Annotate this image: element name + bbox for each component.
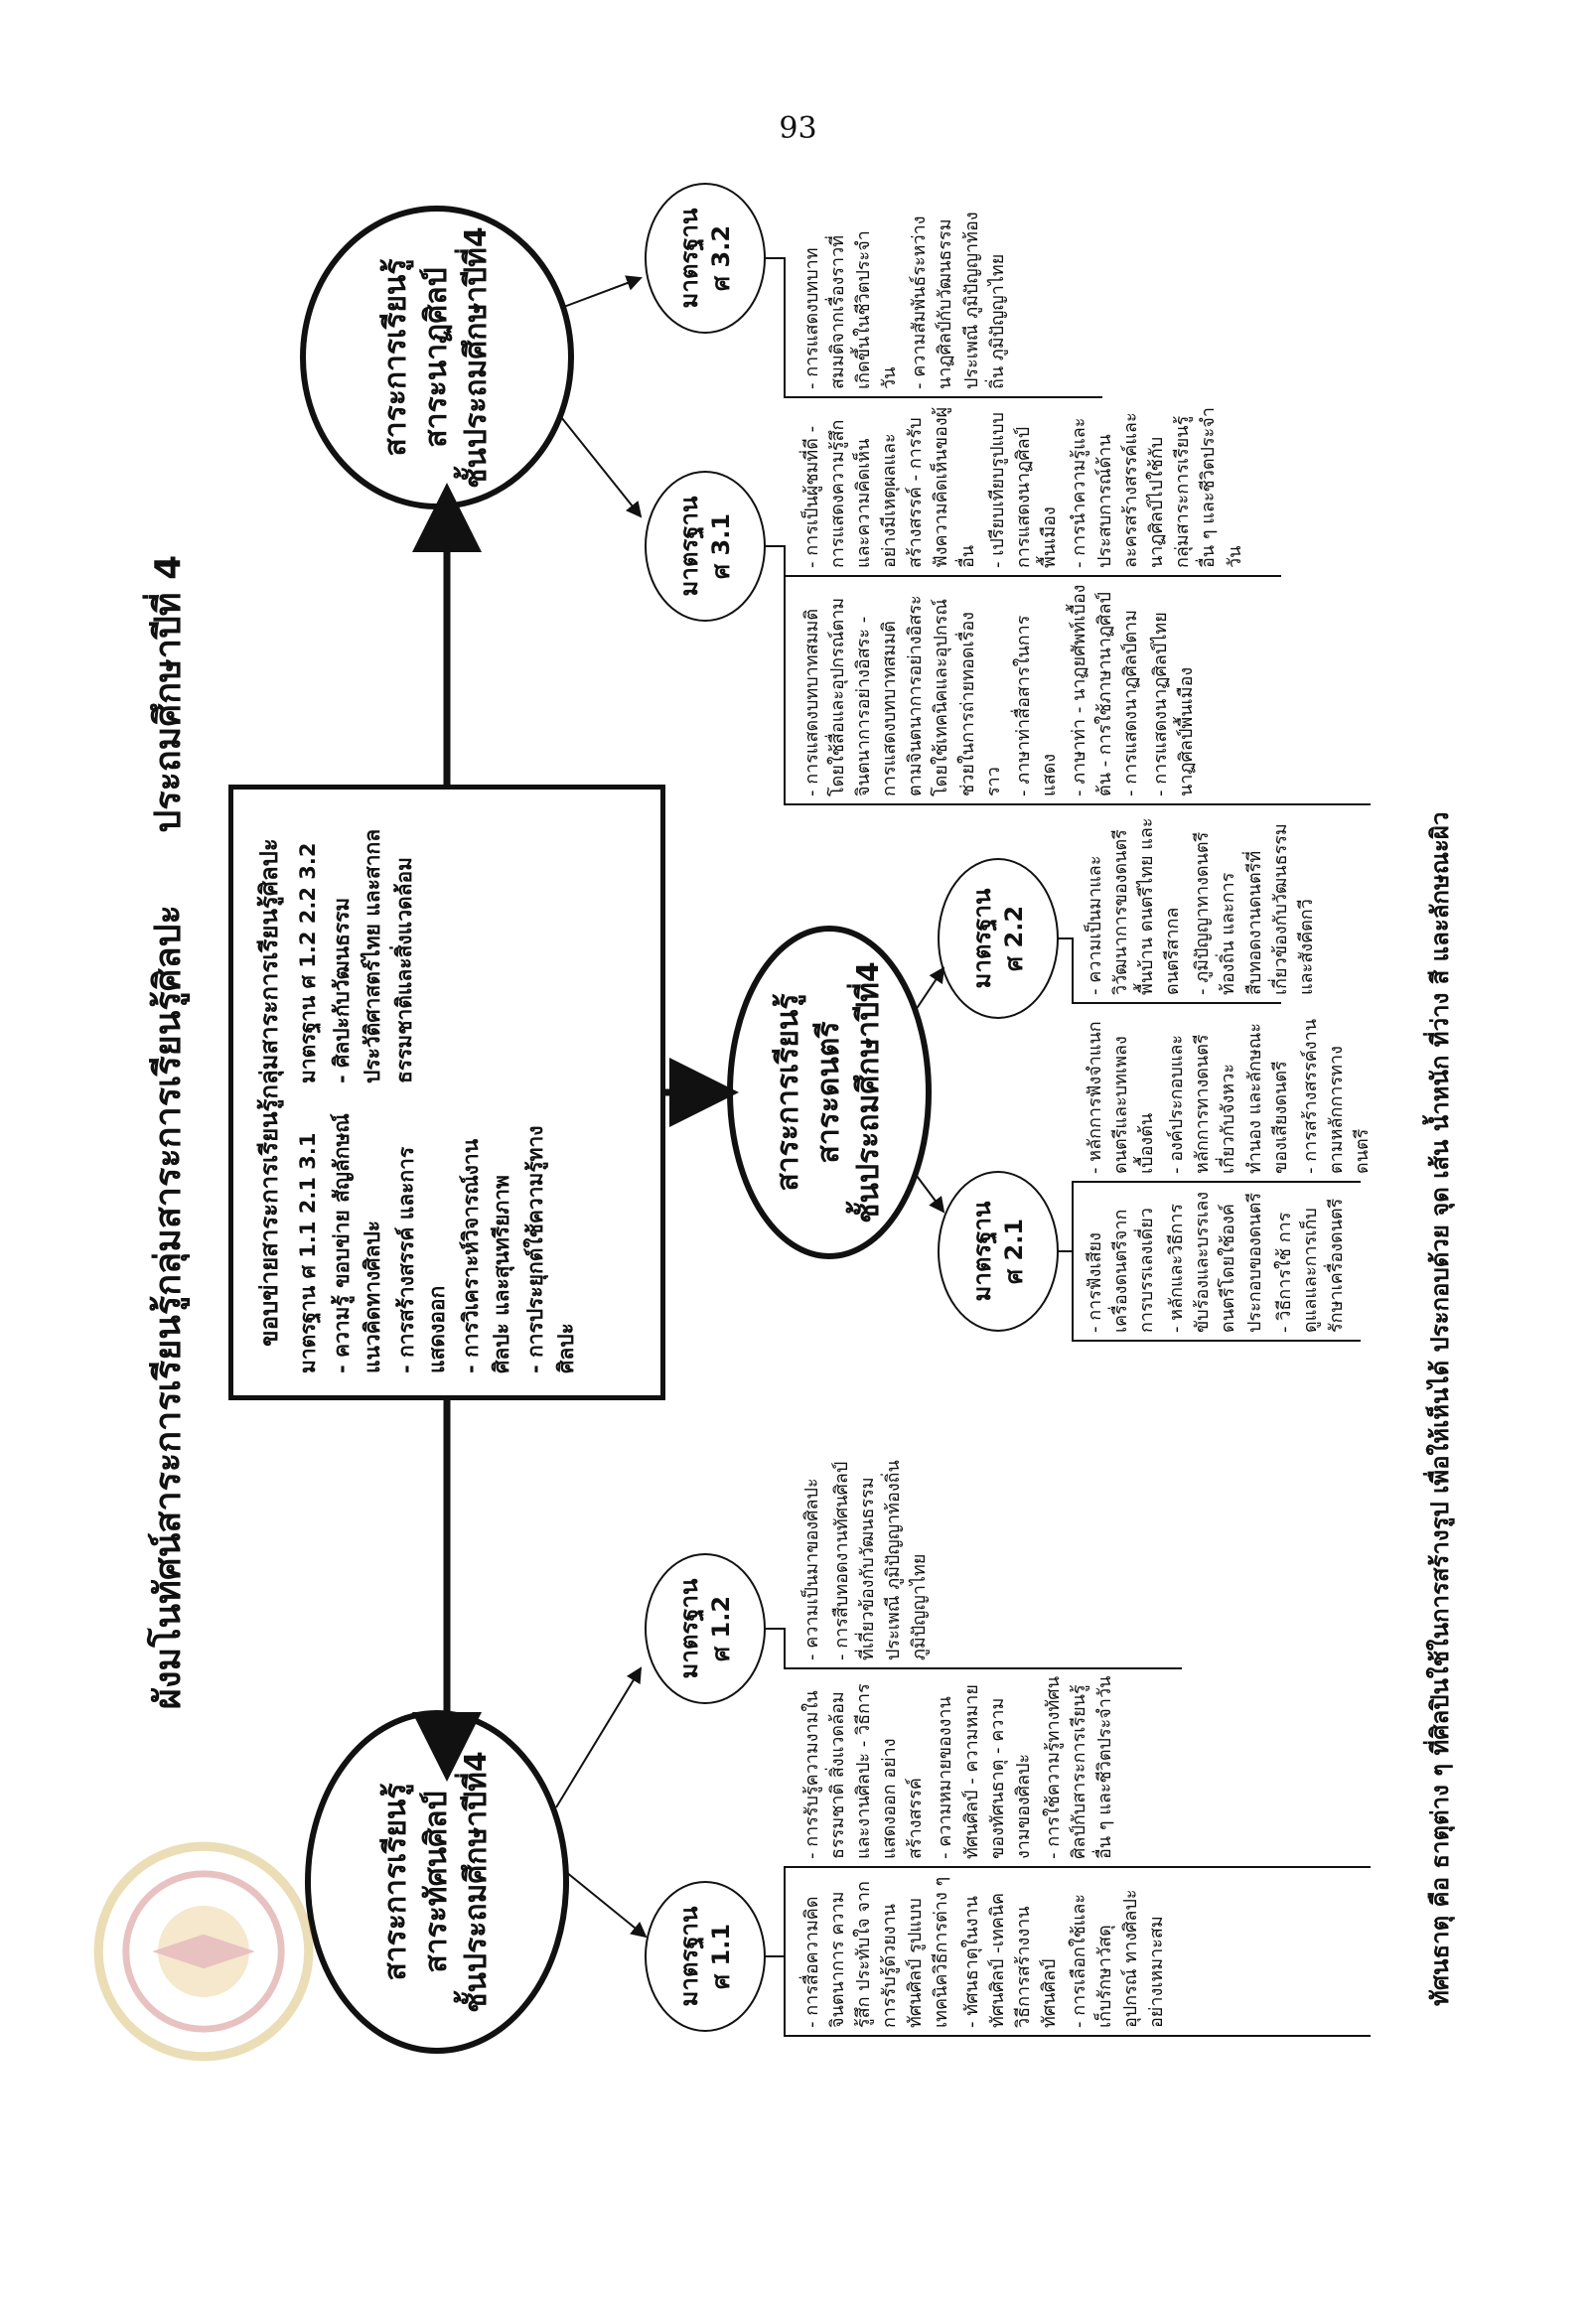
footnote: ทัศนธาตุ คือ ธาตุต่าง ๆ ที่ศิลปินใช้ในกา… [1426,811,1454,2006]
visual-strand-ellipse [305,1710,569,2054]
standard-3-2-label: มาตรฐานศ 3.2 [674,208,735,309]
music-strand-ellipse [727,926,932,1259]
standard-1-1-label: มาตรฐานศ 1.1 [674,1906,735,2007]
leaf-s22: - ความเป็นมาและวิวัฒนาการของดนตรีพื้นบ้า… [1085,817,1317,995]
leaf-s32: - การแสดงบทบาทสมมติจากเรื่องราวที่เกิดขึ… [801,212,1008,389]
standard-2-1-label: มาตรฐานศ 2.1 [967,1201,1028,1302]
standard-2-2-label: มาตรฐานศ 2.2 [967,888,1028,989]
network-left-line: - การสร้างสรรค์ และการแสดงออก [393,1146,450,1373]
network-left-line: - ความรู้ ขอบข่าย สัญลักษณ์ แนวคิดทางศิล… [329,1113,385,1373]
concept-diagram: ผังมโนทัศน์สาระการเรียนรู้กลุ่มสาระการเร… [89,183,1500,2066]
leaf-s21-b: - หลักการฟังจำแนกดนตรีและบทเพลงเบื้องต้น… [1085,1018,1373,1174]
network-left-line: - การประยุกต์ใช้ความรู้ทางศิลปะ [522,1125,579,1373]
visual-strand-label: สาระการเรียนรู้สาระทัศนศิลป์ชั้นประถมศึก… [378,1751,495,2013]
network-left-line: - การวิเคราะห์วิจารณ์งานศิลปะ และสุนทรีย… [458,1138,514,1373]
standard-1-2-label: มาตรฐานศ 1.2 [674,1578,735,1679]
leaf-s31-a: - การแสดงบทบาทสมมติ โดยใช้สื่อและอุปกรณ์… [801,584,1198,796]
network-right-column: มาตรฐาน ศ 1.2 2.2 3.2 - ศิลปะกับวัฒนธรรม… [293,811,585,1083]
network-heading: ขอบข่ายสาระการเรียนรู้กลุ่มสาระการเรียนร… [255,838,283,1347]
music-strand-label: สาระการเรียนรู้สาระดนตรีชั้นประถมศึกษาปี… [771,961,887,1223]
school-seal-watermark [93,1841,314,2062]
network-right-line: - ศิลปะกับวัฒนธรรมประวัติศาสตร์ไทย และสา… [329,828,416,1083]
standard-3-1-label: มาตรฐานศ 3.1 [674,496,735,597]
leaf-s11-b: - การรับรู้ความงามในธรรมชาติ สิ่งแวดล้อม… [801,1675,1116,1859]
network-right-line: มาตรฐาน ศ 1.2 2.2 3.2 [296,842,320,1083]
network-left-column: มาตรฐาน ศ 1.1 2.1 3.1 - ความรู้ ขอบข่าย … [293,1101,585,1373]
leaf-s12: - ความเป็นมาของศิลปะ- การสืบทอดงานทัศนศิ… [801,1460,931,1660]
drama-strand-ellipse [300,206,574,509]
leaf-s31-b: - การเป็นผู้ชมที่ดี - การแสดงความรู้สึก … [801,406,1245,568]
diagram-lines [300,183,1371,2054]
leaf-s11-a: - การสื่อความคิด จินตนาการ ความรู้สึก ปร… [801,1876,1168,2028]
content-network-box: ขอบข่ายสาระการเรียนรู้กลุ่มสาระการเรียนร… [228,785,665,1400]
drama-strand-label: สาระการเรียนรู้สาระนาฏศิลป์ชั้นประถมศึกษ… [378,226,495,489]
network-left-line: มาตรฐาน ศ 1.1 2.1 3.1 [296,1132,320,1373]
page-number: 93 [779,111,817,146]
leaf-s21-a: - การฟังเสียงเครื่องดนตรีจากการบรรเลงเดี… [1085,1191,1347,1333]
